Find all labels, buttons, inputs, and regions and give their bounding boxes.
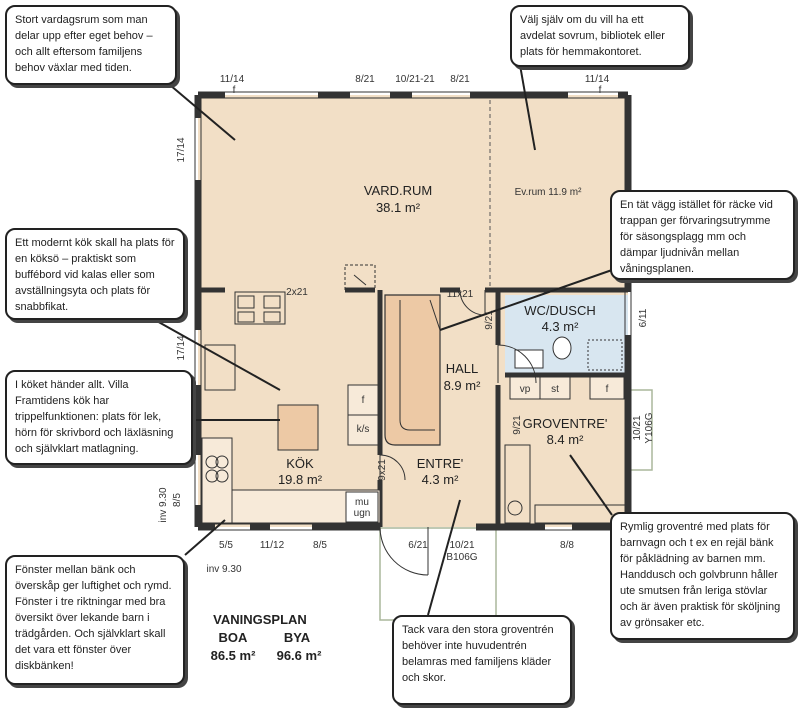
dim-8-21-b: 8/21 [450,74,470,85]
callout-fonster: Fönster mellan bänk och överskåp ger luf… [5,555,185,685]
room-vardrum-area: 38.1 m² [376,200,421,215]
callout-vagg: En tät vägg istället för räcke vid trapp… [610,190,795,280]
dim-inv930-l: inv 9.30 [158,487,169,522]
terrace-entry [379,527,497,621]
room-groventre-area: 8.4 m² [547,432,585,447]
dim-6-11: 6/11 [638,308,649,327]
marker-f-1: f [233,85,236,96]
room-groventre-name: GROVENTRE' [523,416,608,431]
dim-8-8: 8/8 [560,540,574,551]
dim-2x21: 2x21 [286,287,308,298]
floor-drain [507,500,523,516]
dim-8-5-l: 8/5 [172,493,183,507]
room-wc-name: WC/DUSCH [524,303,596,318]
dim-11x21: 11x21 [447,289,474,300]
fixture-mu: mu [355,497,369,508]
stove-burners [205,455,229,483]
marker-f-2: f [599,85,602,96]
room-kok-area: 19.8 m² [278,472,323,487]
dim-11-12: 11/12 [260,540,285,551]
callout-vardrum: Stort vardagsrum som man delar upp efter… [5,5,177,85]
dim-17-14-a: 17/14 [176,137,187,162]
dim-inv930-b: inv 9.30 [206,564,241,575]
fixture-f2: f [606,384,609,395]
room-vardrum-name: VARD.RUM [364,183,432,198]
room-hall-name: HALL [446,361,479,376]
sink-unit [589,376,625,400]
st-unit [539,376,571,400]
dim-10-21-r: 10/21 [632,415,643,440]
dim-b106g: B106G [446,552,477,563]
fixture-ugn: ugn [354,508,371,519]
dim-11-14-top: 11/14 [220,74,245,85]
room-entre-area: 4.3 m² [422,472,460,487]
bya-label: BYA [283,630,311,645]
dim-6-21: 6/21 [408,540,428,551]
callout-groventre-info: Rymlig groventré med plats för barnvagn … [610,512,795,640]
callout-groventren: Tack vara den stora groventrén behöver i… [392,615,572,705]
fixture-vp: vp [520,384,531,395]
door-swings [379,289,537,576]
dim-10-21-21: 10/21-21 [395,74,435,85]
room-kok-name: KÖK [286,456,314,471]
room-hall-area: 8.9 m² [444,378,482,393]
freezer [347,414,379,446]
fixture-st: st [551,384,559,395]
fixture-ks: k/s [357,424,370,435]
dim-11-14-top-r: 11/14 [585,74,610,85]
dim-9-21-a: 9/21 [484,310,495,330]
room-entre-name: ENTRE' [417,456,464,471]
dim-8-21-a: 8/21 [355,74,375,85]
dim-y106g-r: Y106G [644,412,655,443]
callout-sovrum: Välj själv om du vill ha ett avdelat sov… [510,5,690,67]
dim-9x21: 9x21 [377,459,388,481]
callout-pointers [154,64,613,616]
wc-fixtures [514,336,623,371]
fridge [347,384,379,416]
boa-label: BOA [218,630,248,645]
dim-8-5-b: 8/5 [313,540,327,551]
plan-title: VANINGSPLAN [213,612,307,627]
dim-17-14-b: 17/14 [176,335,187,360]
dim-10-21-b: 10/21 [449,540,474,551]
kitchen-counters [201,404,381,524]
callout-trippel: I köket händer allt. Villa Framtidens kö… [5,370,193,465]
kitchen-table [204,291,286,391]
bya-value: 96.6 m² [276,648,322,663]
dim-9-21-b: 9/21 [512,415,523,435]
fixture-f1: f [362,395,365,406]
room-wc-area: 4.3 m² [542,319,580,334]
callout-koksö: Ett modernt kök skall ha plats för en kö… [5,228,185,320]
dim-5-5: 5/5 [219,540,233,551]
room-evrum-label: Ev.rum 11.9 m² [515,187,583,198]
bench [504,444,531,524]
staircase [344,264,441,446]
boa-value: 86.5 m² [210,648,256,663]
